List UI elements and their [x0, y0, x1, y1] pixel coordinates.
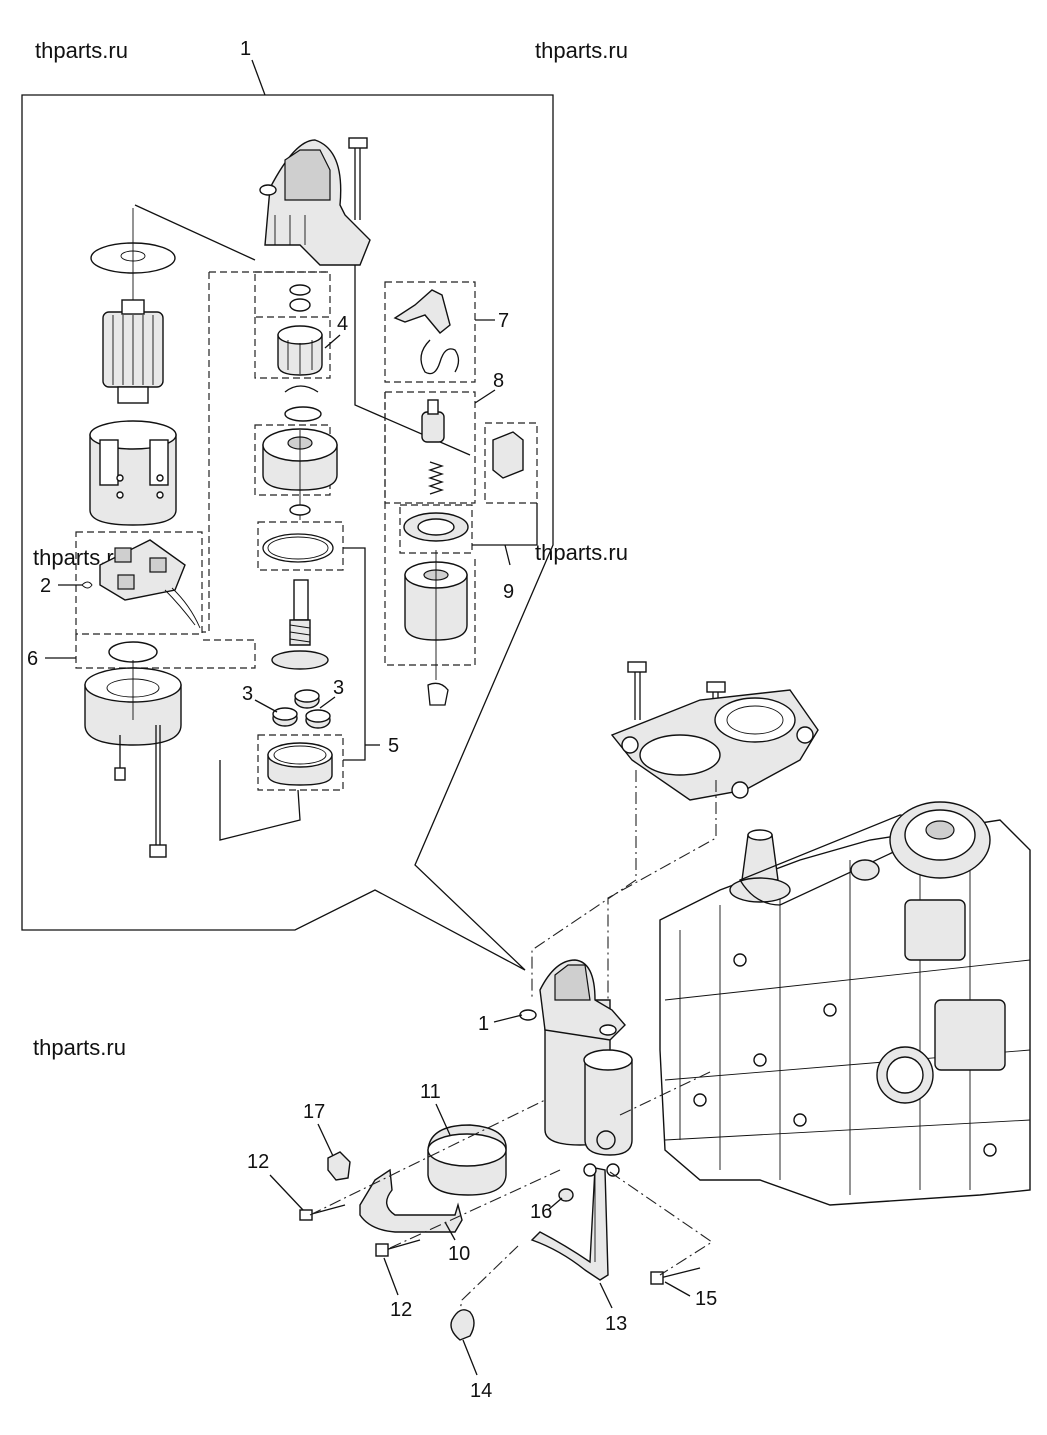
- callout-4: 4: [337, 313, 348, 335]
- brush-holder-group-box: [75, 531, 203, 635]
- terminal-box: [484, 422, 538, 504]
- through-bolt: [149, 725, 167, 858]
- internal-gear: [267, 742, 333, 786]
- callout-3-right: 3: [333, 677, 344, 699]
- planet-gear-right: [305, 709, 331, 729]
- plunger-spring: [427, 461, 445, 495]
- planet-gear-left: [272, 707, 298, 727]
- pinion-gear: [277, 325, 323, 376]
- shaft-washer: [289, 504, 311, 516]
- callout-1-assembly: 1: [478, 1013, 489, 1035]
- callout-1-top: 1: [240, 38, 251, 60]
- callout-3-left: 3: [242, 683, 253, 705]
- callout-9: 9: [503, 581, 514, 603]
- internal-gear-ring: [262, 533, 334, 563]
- thrust-washer: [284, 406, 322, 422]
- terminal-cover: [492, 431, 524, 479]
- internal-gear-box: [257, 734, 344, 791]
- lever-spring: [420, 339, 460, 375]
- o-ring: [289, 284, 311, 296]
- callout-2: 2: [40, 575, 51, 597]
- camshaft-pulley: [889, 801, 991, 879]
- brush-spring: [81, 581, 93, 589]
- snap-ring: [284, 385, 319, 393]
- callout-14: 14: [470, 1380, 492, 1402]
- callout-7: 7: [498, 310, 509, 332]
- callout-10: 10: [448, 1243, 470, 1265]
- callout-12-lower: 12: [390, 1299, 412, 1321]
- callout-11: 11: [420, 1081, 441, 1103]
- bracket-bolt-left: [627, 661, 647, 720]
- callout-17: 17: [303, 1101, 325, 1123]
- solenoid-clip: [427, 682, 449, 706]
- engine-block: [659, 819, 1031, 1206]
- end-cover: [84, 660, 182, 746]
- mounting-bracket: [610, 689, 819, 801]
- starter-cable: [530, 1163, 620, 1281]
- cable-clip: [327, 1151, 351, 1181]
- crankshaft-top: [729, 829, 791, 903]
- exploded-view-frame: [21, 59, 554, 971]
- gear-housing: [259, 139, 371, 266]
- planet-shaft: [271, 579, 329, 670]
- callout-6: 6: [27, 648, 38, 670]
- brush-holder: [99, 539, 201, 629]
- bolt-top: [348, 137, 368, 220]
- callout-12-upper: 12: [247, 1151, 269, 1173]
- planetary-group-box: [257, 521, 344, 571]
- bolt-12-upper: [299, 1204, 346, 1221]
- callout-13: 13: [605, 1313, 627, 1335]
- mounting-strap: [359, 1168, 463, 1233]
- armature: [102, 299, 164, 404]
- spacer-ring: [289, 298, 311, 312]
- starter-band: [427, 1124, 507, 1196]
- lever-group-box: [384, 281, 476, 383]
- plunger: [421, 399, 445, 443]
- terminal-cap: [450, 1309, 475, 1341]
- brush-plate: [108, 641, 158, 663]
- starter-motor-assembly: [519, 959, 633, 1156]
- yoke: [89, 420, 177, 526]
- watermark-top-center: thparts.ru: [535, 38, 628, 63]
- callout-8: 8: [493, 370, 504, 392]
- shift-lever: [393, 289, 451, 334]
- clutch-housing: [262, 428, 338, 520]
- bolt-12-lower: [375, 1239, 421, 1257]
- solenoid-group-box: [384, 391, 476, 504]
- brush-plate-washer: [90, 208, 176, 300]
- watermark-lower-left: thparts.ru: [33, 1035, 126, 1060]
- clutch-group-box: [254, 271, 331, 318]
- belt-tensioner: [850, 859, 880, 881]
- small-screw: [114, 735, 126, 781]
- callout-5: 5: [388, 735, 399, 757]
- nut-16: [558, 1188, 574, 1202]
- solenoid: [404, 550, 468, 680]
- callout-15: 15: [695, 1288, 717, 1310]
- callout-16: 16: [530, 1201, 552, 1223]
- planet-gear-mid: [294, 689, 320, 709]
- watermark-top-left: thparts.ru: [35, 38, 128, 63]
- watermark-mid-center: thparts.ru: [535, 540, 628, 565]
- bolt-15: [650, 1267, 701, 1285]
- gasket: [403, 512, 469, 542]
